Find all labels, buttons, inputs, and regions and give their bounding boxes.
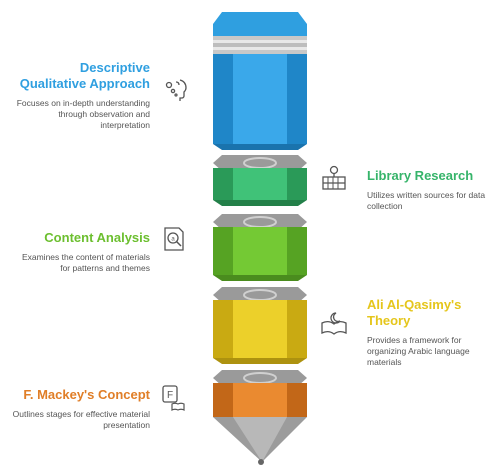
label-title: F. Mackey's Concept xyxy=(23,387,150,402)
label-title: Descriptive Qualitative Approach xyxy=(19,60,150,91)
segment-library-research xyxy=(213,155,307,206)
magnifier-document-icon: a xyxy=(164,227,184,251)
pencil-eraser-cap xyxy=(213,12,307,36)
label-description: Utilizes written sources for data collec… xyxy=(367,190,486,211)
crescent-book-icon xyxy=(321,312,347,335)
label-description: Provides a framework for organizing Arab… xyxy=(367,335,470,367)
label-description: Focuses on in-depth understanding throug… xyxy=(16,98,150,130)
f-book-icon: F xyxy=(162,385,185,411)
label-descriptive-qualitative: Descriptive Qualitative Approach Focuses… xyxy=(10,60,150,131)
pencil-ferrule xyxy=(213,36,307,54)
label-description: Outlines stages for effective material p… xyxy=(12,409,150,430)
segment-al-qasimy-theory xyxy=(213,287,307,364)
segment-descriptive-qualitative xyxy=(213,54,307,150)
thinking-head-icon xyxy=(165,79,187,101)
svg-text:a: a xyxy=(171,237,175,243)
label-al-qasimy-theory: Ali Al-Qasimy's Theory Provides a framew… xyxy=(367,297,499,368)
label-content-analysis: Content Analysis Examines the content of… xyxy=(10,230,150,274)
label-title: Library Research xyxy=(367,168,474,183)
label-library-research: Library Research Utilizes written source… xyxy=(367,168,499,212)
segment-content-analysis xyxy=(213,214,307,281)
segment-mackey-concept xyxy=(213,370,307,417)
svg-text:F: F xyxy=(167,390,173,401)
label-description: Examines the content of materials for pa… xyxy=(21,252,150,273)
label-title: Content Analysis xyxy=(44,230,150,245)
pencil-tip xyxy=(213,417,307,465)
library-bookshelf-icon xyxy=(322,165,346,190)
label-mackey-concept: F. Mackey's Concept Outlines stages for … xyxy=(10,387,150,431)
label-title: Ali Al-Qasimy's Theory xyxy=(367,297,462,328)
